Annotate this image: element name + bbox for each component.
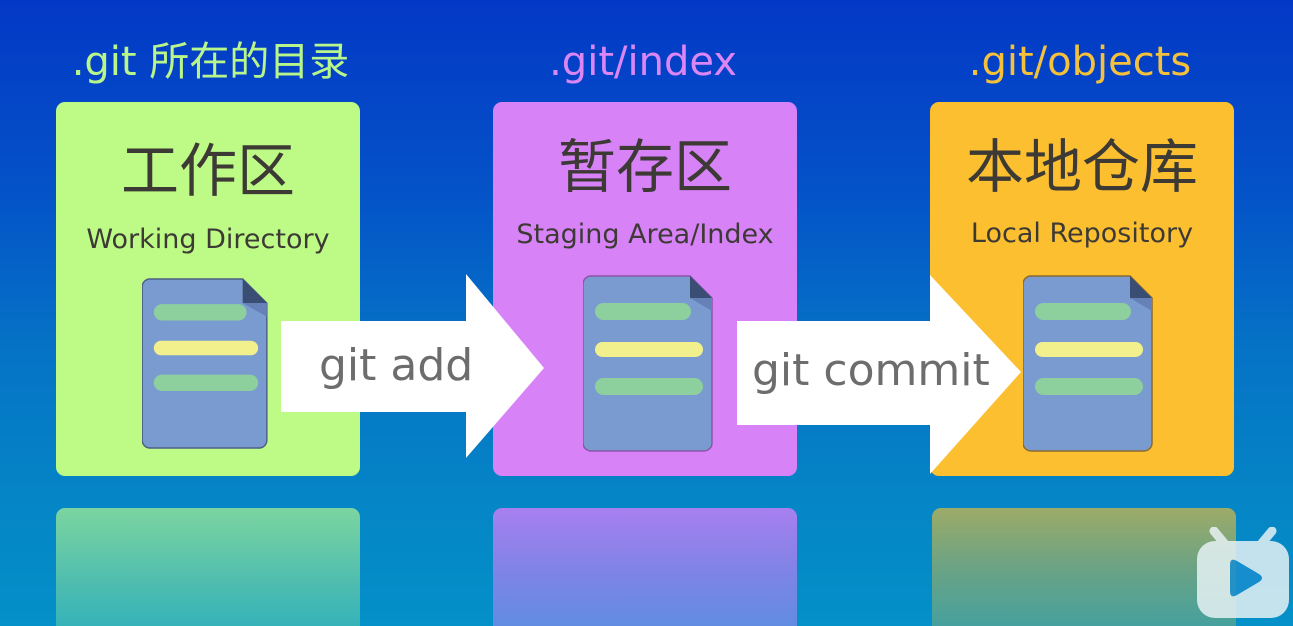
staging-area-location-caption: .git/index bbox=[549, 39, 737, 85]
working-directory-title-zh: 工作区 bbox=[120, 137, 295, 205]
local-repository-title-en: Local Repository bbox=[970, 218, 1194, 249]
git-commit-label: git commit bbox=[752, 345, 990, 396]
staging-area-reflection bbox=[493, 508, 797, 626]
working-directory-title-en: Working Directory bbox=[86, 224, 330, 255]
arrow-right-icon bbox=[737, 275, 1021, 474]
git-add-arrow: git add bbox=[281, 274, 545, 459]
local-repository-reflection bbox=[932, 508, 1236, 626]
staging-area-document-icon bbox=[583, 275, 713, 452]
staging-area-title-zh: 暂存区 bbox=[557, 133, 732, 201]
local-repository-location-caption: .git/objects bbox=[968, 39, 1192, 85]
working-directory-reflection bbox=[56, 508, 360, 626]
git-commit-arrow: git commit bbox=[737, 275, 1022, 475]
local-repository-document-icon bbox=[1023, 275, 1153, 452]
local-repository-title-zh: 本地仓库 bbox=[965, 133, 1198, 201]
bilibili-tv-logo-icon bbox=[1196, 527, 1290, 619]
working-directory-document-icon bbox=[142, 278, 268, 449]
git-add-label: git add bbox=[319, 340, 474, 391]
working-directory-location-caption: .git 所在的目录 bbox=[71, 39, 350, 85]
arrow-right-icon bbox=[281, 274, 544, 458]
staging-area-title-en: Staging Area/Index bbox=[516, 219, 774, 250]
